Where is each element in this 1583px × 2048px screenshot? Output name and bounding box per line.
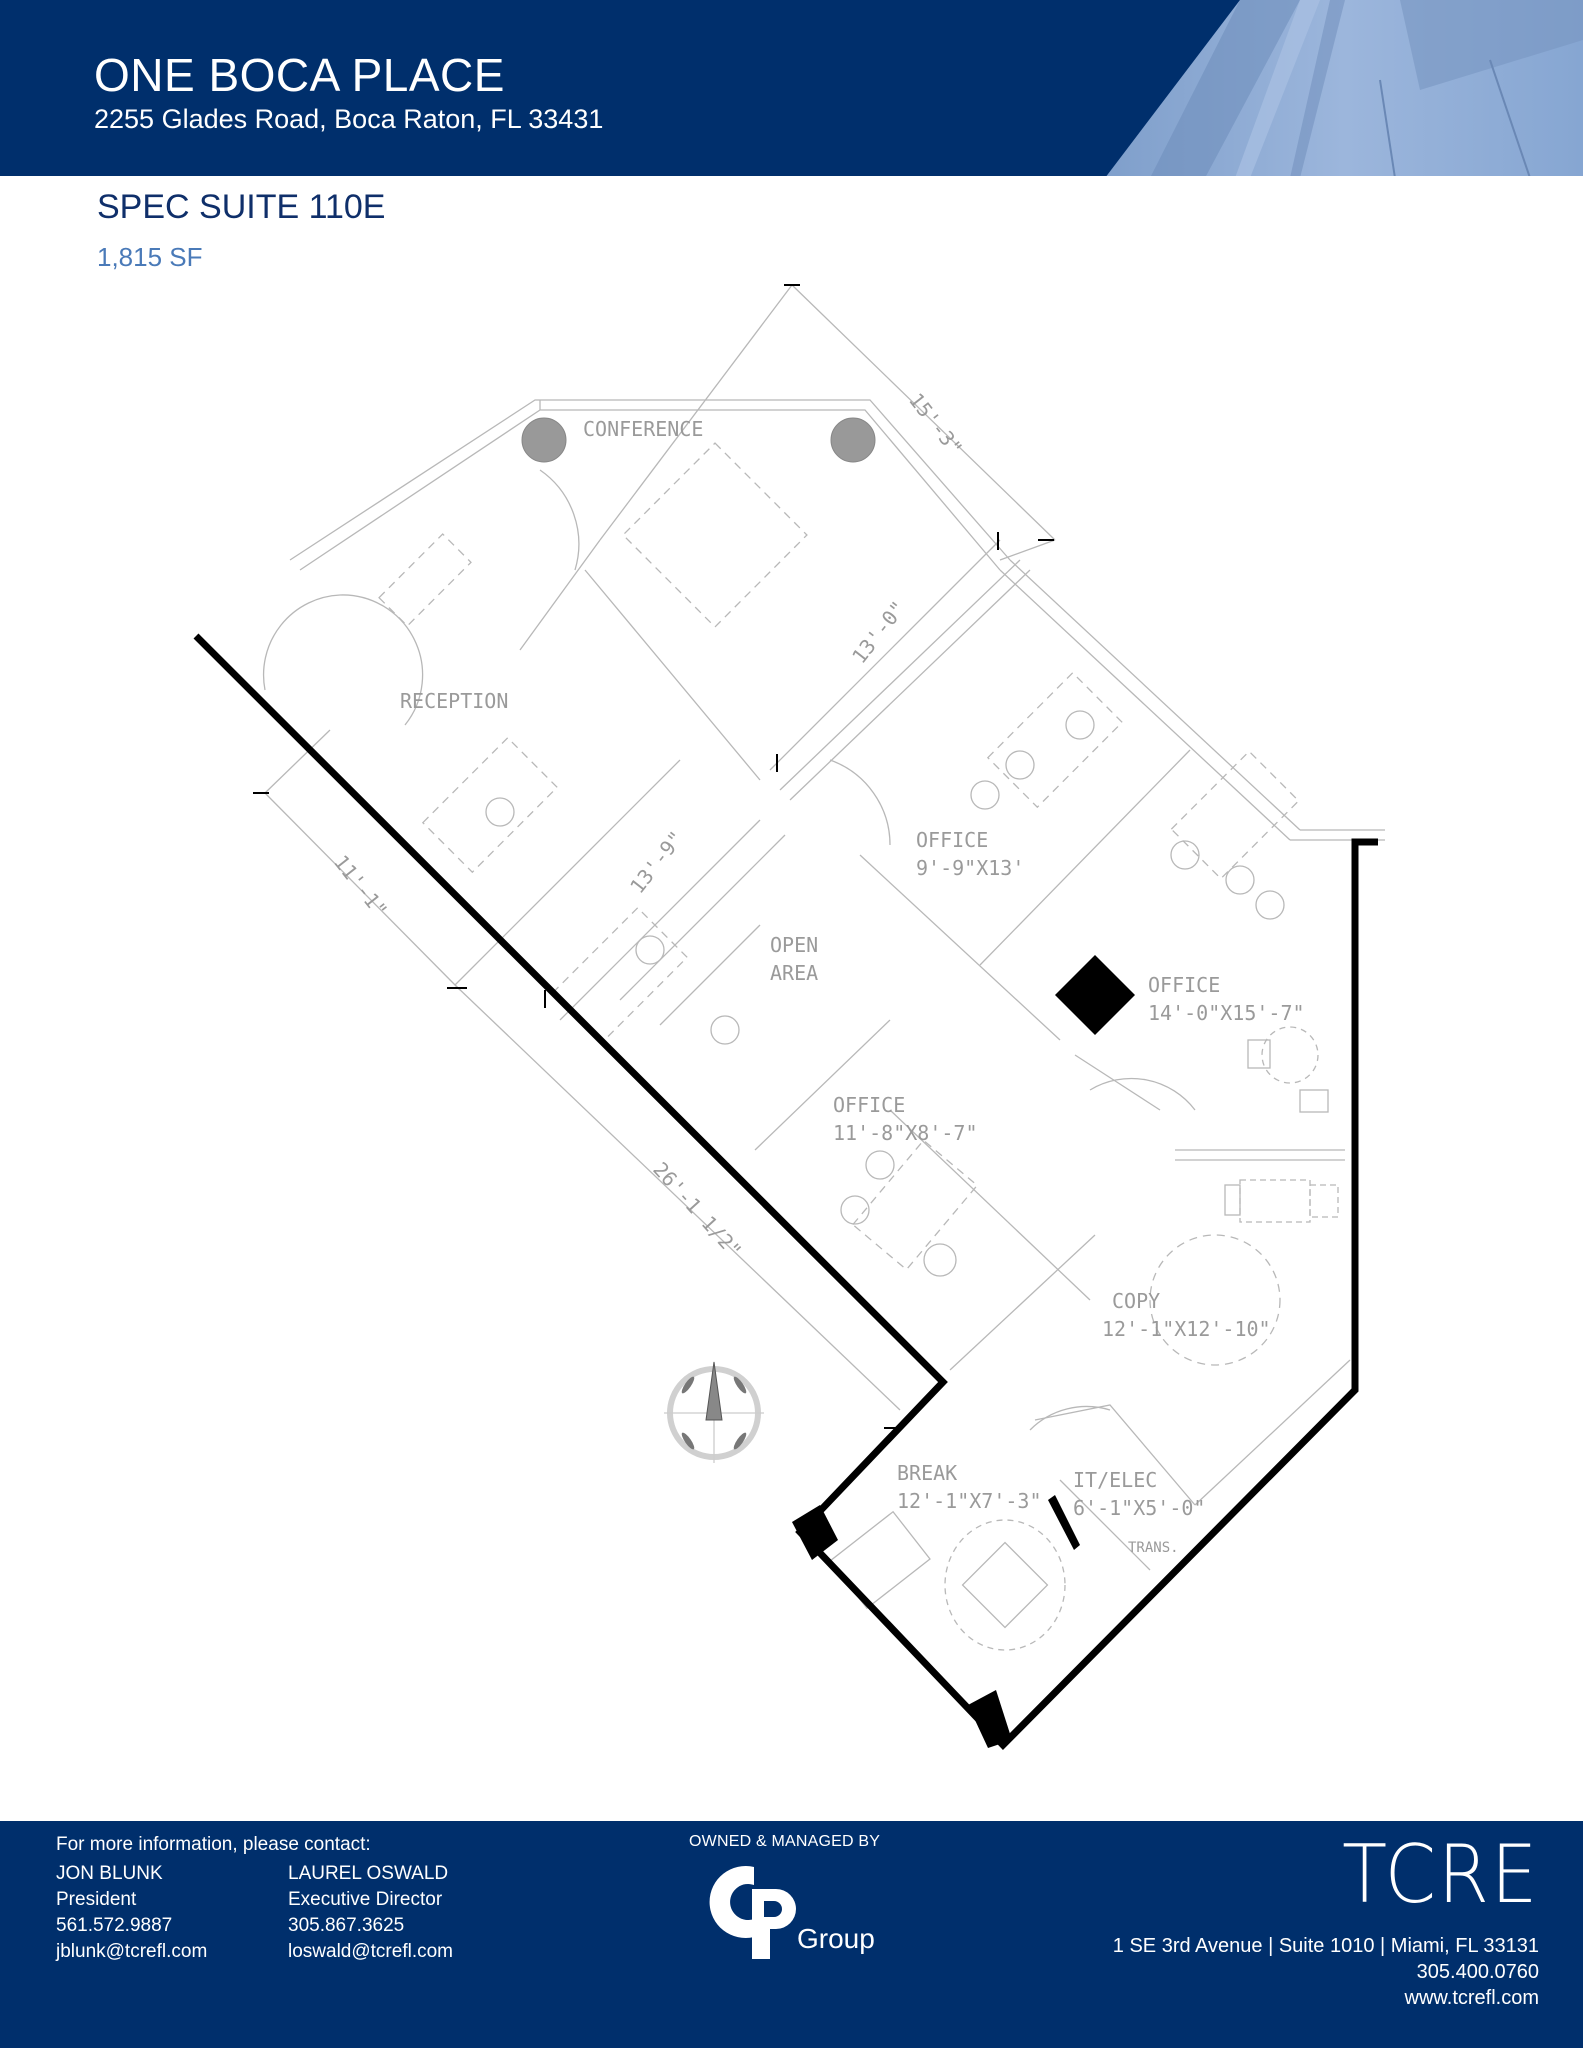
property-address: 2255 Glades Road, Boca Raton, FL 33431 [94, 104, 604, 134]
header-banner: ONE BOCA PLACE 2255 Glades Road, Boca Ra… [0, 0, 1583, 178]
room-dims-copy: 12'-1"X12'-10" [1102, 1317, 1271, 1341]
contact-phone[interactable]: 305.867.3625 [288, 1915, 405, 1936]
contact-phone[interactable]: 561.572.9887 [56, 1915, 173, 1936]
owned-managed-label: OWNED & MANAGED BY [689, 1833, 881, 1850]
broker-website-link[interactable]: www.tcrefl.com [1404, 1987, 1539, 2009]
broker-info: 1 SE 3rd Avenue | Suite 1010 | Miami, FL… [1113, 1933, 1539, 2011]
building-photo [0, 0, 1583, 178]
tcre-logo: TCRE [1341, 1828, 1539, 1921]
cp-group-text: Group [797, 1923, 875, 1954]
room-label-reception: RECEPTION [400, 689, 508, 713]
property-title: ONE BOCA PLACE [94, 49, 505, 101]
cp-group-logo-icon [709, 1866, 796, 1959]
room-label-copy: COPY [1112, 1289, 1160, 1313]
room-label-office-1: OFFICE [916, 828, 988, 852]
north-arrow-icon [705, 1361, 723, 1421]
room-label-it-elec: IT/ELEC [1073, 1468, 1157, 1492]
room-label-open-area: OPEN [770, 933, 818, 957]
suite-name: SPEC SUITE 110E [97, 188, 386, 226]
contact-card: JON BLUNK President 561.572.9887 jblunk@… [56, 1861, 207, 1965]
room-dims-break: 12'-1"X7'-3" [897, 1489, 1042, 1513]
contact-name: LAUREL OSWALD [288, 1863, 449, 1884]
broker-phone[interactable]: 305.400.0760 [1416, 1961, 1539, 1983]
suite-area: 1,815 SF [97, 242, 203, 272]
contact-email[interactable]: loswald@tcrefl.com [288, 1941, 453, 1962]
room-dims-office-2: 14'-0"X15'-7" [1148, 1001, 1305, 1025]
room-label-break: BREAK [897, 1461, 957, 1485]
room-dims-it-elec: 6'-1"X5'-0" [1073, 1496, 1205, 1520]
contact-email[interactable]: jblunk@tcrefl.com [56, 1941, 208, 1962]
footer: For more information, please contact: JO… [0, 1821, 1583, 2048]
room-dims-office-1: 9'-9"X13' [916, 856, 1024, 880]
room-label-office-3: OFFICE [833, 1093, 905, 1117]
room-label-office-2: OFFICE [1148, 973, 1220, 997]
equipment-label-trans: TRANS. [1128, 1540, 1179, 1556]
room-dims-office-3: 11'-8"X8'-7" [833, 1121, 978, 1145]
dimension-11-1: 11'-1" [329, 850, 392, 922]
contact-title: President [56, 1889, 137, 1910]
dimension-13-9: 13'-9" [625, 826, 688, 898]
contact-label: For more information, please contact: [56, 1834, 371, 1855]
room-label-open-area-2: AREA [770, 961, 818, 985]
dimension-13-0: 13'-0" [847, 596, 910, 668]
contact-title: Executive Director [288, 1889, 443, 1910]
broker-address: 1 SE 3rd Avenue | Suite 1010 | Miami, FL… [1112, 1935, 1539, 1957]
contact-card: LAUREL OSWALD Executive Director 305.867… [288, 1861, 453, 1965]
structural-column-icon [1055, 955, 1135, 1035]
room-label-conference: CONFERENCE [583, 417, 703, 441]
contact-name: JON BLUNK [56, 1863, 163, 1884]
